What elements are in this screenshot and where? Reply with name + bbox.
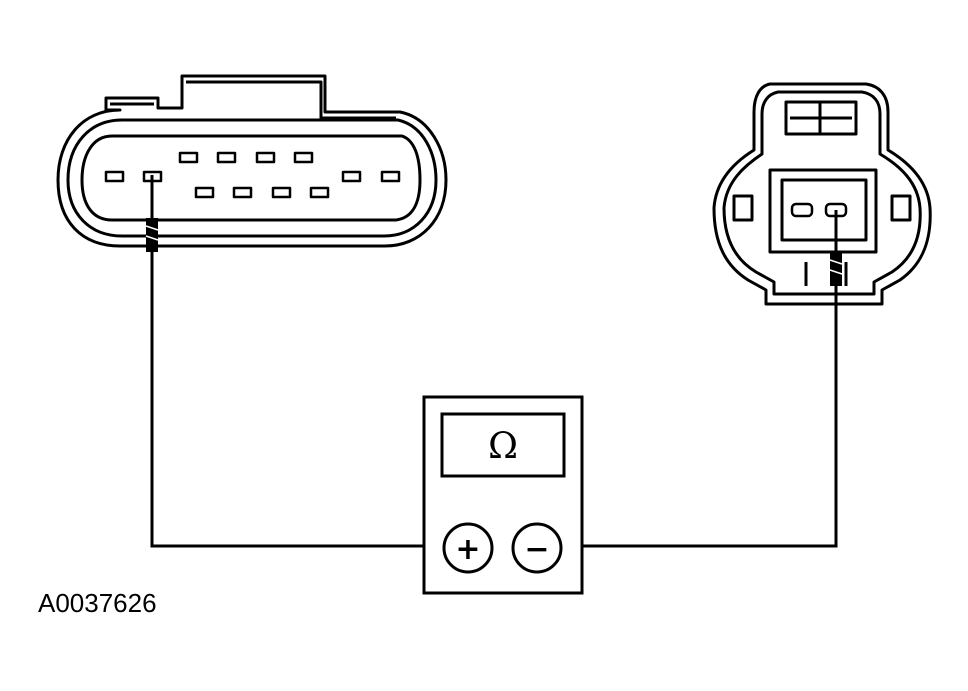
two-pin-outer-shell: [712, 82, 932, 306]
positive-terminal-label: +: [455, 532, 480, 567]
test-lead-negative: [563, 210, 838, 548]
two-pin-cavity-frame: [768, 168, 878, 254]
connector-face: [80, 134, 422, 222]
probe-tip-negative: [830, 252, 842, 286]
connector-rim: [66, 118, 438, 238]
lead-negative-wire: [563, 210, 838, 548]
figure-id-label: A0037626: [38, 588, 157, 618]
two-pin-side-tab-left: [732, 194, 754, 222]
negative-terminal-label: −: [524, 532, 549, 567]
test-lead-positive: [150, 175, 442, 548]
probe-tip-negative-detail: [829, 259, 843, 275]
two-pin-bottom-tab: [804, 262, 848, 286]
two-pin-cavity: [780, 178, 868, 242]
probe-tip-positive-detail: [145, 225, 159, 241]
two-pin-latch: [784, 100, 858, 136]
connector-latch: [110, 80, 396, 120]
connector-terminals: [104, 151, 401, 199]
probe-tip-positive: [146, 218, 158, 252]
connector-outer-shell: [56, 74, 448, 248]
negative-terminal: [511, 522, 563, 574]
meter-display-symbol: Ω: [488, 426, 518, 467]
two-pin-terminal-1: [790, 202, 814, 218]
two-pin-inner-shell: [722, 90, 922, 296]
multi-pin-connector: [56, 74, 448, 248]
two-pin-connector: [712, 82, 932, 306]
positive-terminal: [442, 522, 494, 574]
two-pin-side-tab-right: [890, 194, 912, 222]
meter-display: [440, 412, 566, 478]
ohmmeter: Ω + −: [422, 395, 584, 595]
lead-positive-wire: [150, 175, 442, 548]
